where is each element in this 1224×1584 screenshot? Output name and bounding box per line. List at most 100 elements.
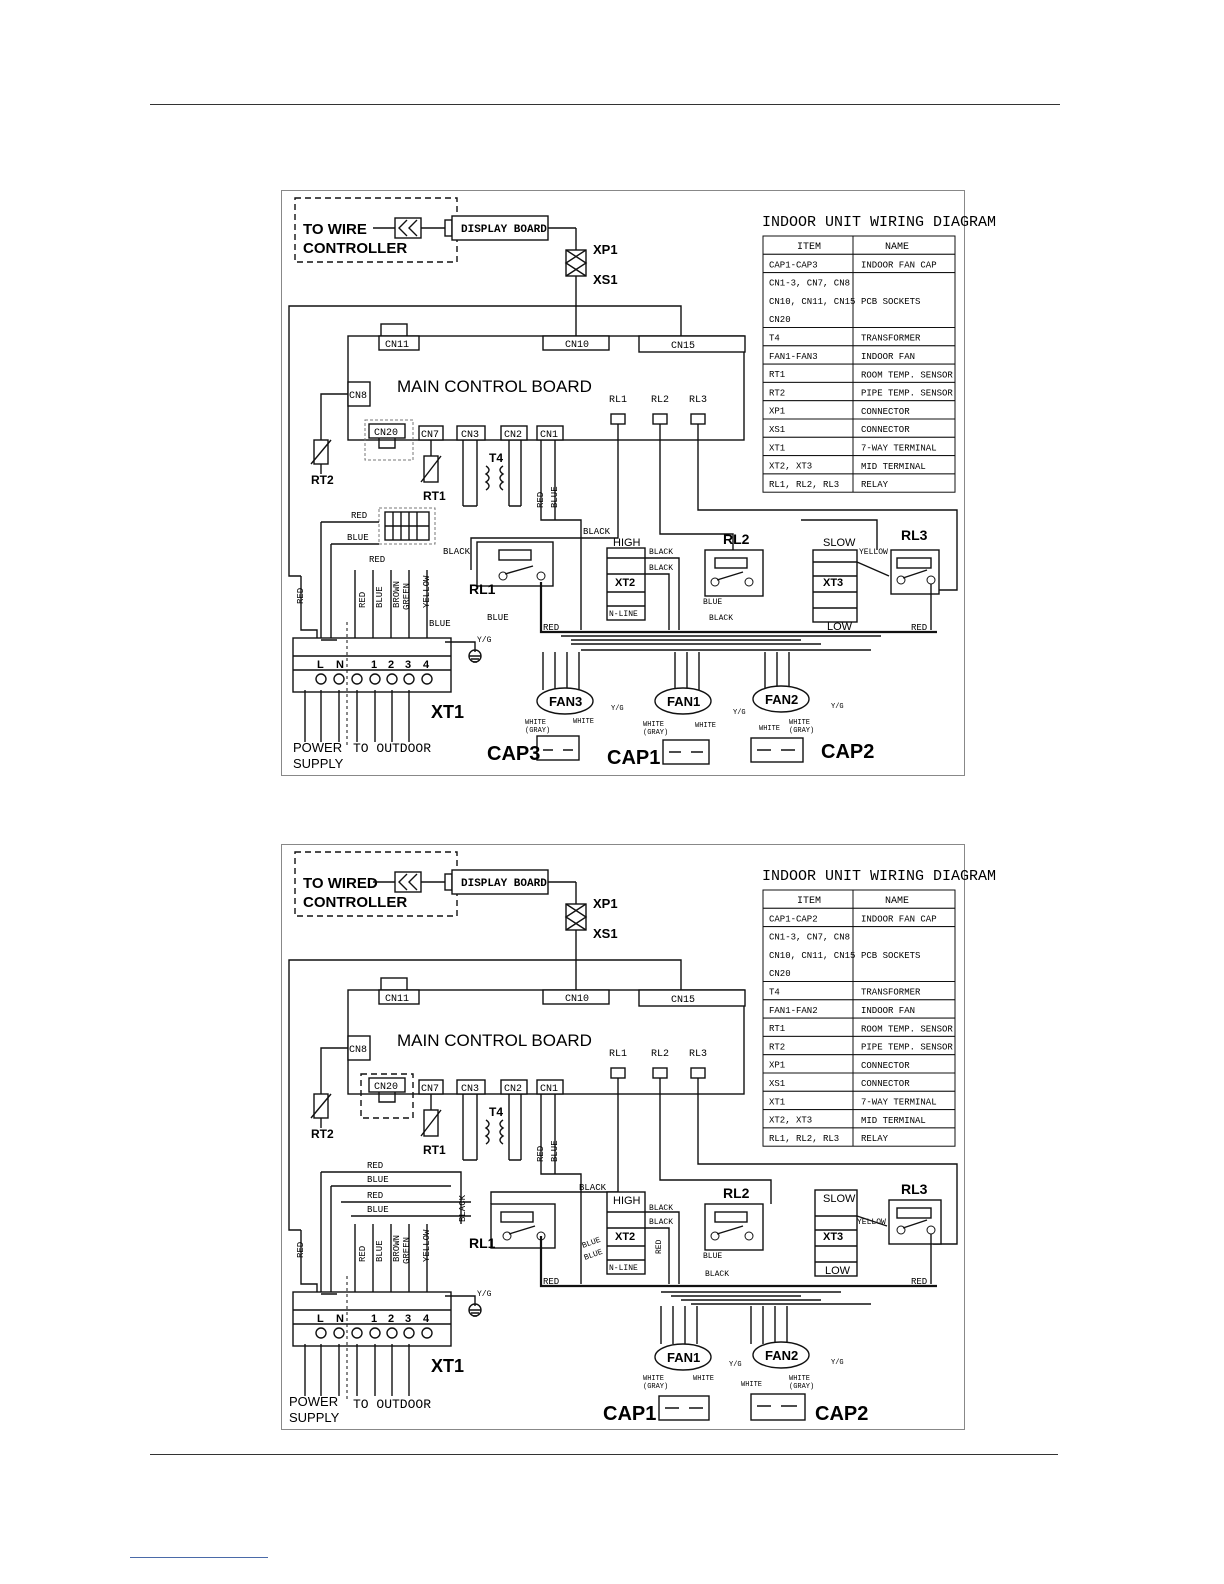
t4-label: T4: [489, 451, 503, 465]
wiring-diagram-2: TO WIRED CONTROLLER DISPLAY BOARD XP1 XS…: [281, 844, 996, 1430]
ground-icon: [468, 649, 482, 663]
cn10-socket: [542, 989, 610, 1005]
legend-item-cell: CAP1-CAP2: [769, 914, 818, 924]
display-board-label: DISPLAY BOARD: [461, 878, 547, 890]
legend-row: [762, 473, 956, 493]
svg-text:(GRAY): (GRAY): [789, 1383, 814, 1391]
legend-row: [762, 418, 956, 438]
display-board: [451, 869, 549, 895]
svg-text:BLACK: BLACK: [649, 1218, 673, 1227]
legend-row: [762, 1127, 956, 1147]
cap1-label: CAP1: [607, 747, 660, 769]
legend-name-cell: RELAY: [861, 480, 889, 490]
cap2-label: CAP2: [815, 1403, 868, 1425]
cn2-socket: [500, 425, 528, 441]
legend-name-cell: PCB SOCKETS: [861, 297, 920, 307]
legend-item-cell: XT1: [769, 443, 785, 453]
svg-text:RED: RED: [536, 1146, 546, 1162]
svg-text:BLACK: BLACK: [579, 1183, 607, 1193]
svg-text:BLACK: BLACK: [649, 548, 673, 557]
svg-text:CN1: CN1: [540, 430, 558, 441]
svg-text:RED: RED: [367, 1191, 383, 1201]
legend-name-cell: TRANSFORMER: [861, 334, 921, 344]
cn3-socket: [456, 1079, 486, 1095]
xt1-label: XT1: [431, 1356, 464, 1376]
xt2-terminal: [606, 547, 646, 621]
legend-item-cell: CN20: [769, 315, 791, 325]
svg-text:CN3: CN3: [461, 1084, 479, 1095]
legend-name-cell: ROOM TEMP. SENSOR: [861, 370, 953, 380]
cn1-socket: [536, 1079, 564, 1095]
svg-text:WHITE: WHITE: [525, 719, 546, 727]
power-supply-line1: POWER: [289, 1394, 338, 1409]
xs1-label: XS1: [593, 272, 618, 287]
svg-text:RED: RED: [367, 1161, 383, 1171]
legend-name-cell: INDOOR FAN CAP: [861, 914, 937, 924]
svg-text:CN20: CN20: [374, 428, 398, 439]
svg-text:BLUE: BLUE: [703, 1252, 722, 1261]
svg-text:RED: RED: [911, 623, 927, 633]
fan1-motor: [654, 1343, 712, 1371]
main-board-label: MAIN CONTROL BOARD: [397, 1031, 592, 1050]
svg-text:YELLOW: YELLOW: [422, 575, 432, 608]
svg-text:BLUE: BLUE: [550, 1140, 560, 1162]
legend-name-cell: INDOOR FAN: [861, 352, 915, 362]
legend-item-cell: RL1, RL2, RL3: [769, 1134, 839, 1144]
main-board-label: MAIN CONTROL BOARD: [397, 377, 592, 396]
legend-item-cell: XT2, XT3: [769, 462, 812, 472]
legend-item-cell: T4: [769, 334, 780, 344]
svg-text:(GRAY): (GRAY): [643, 1383, 668, 1391]
legend-head-item: ITEM: [797, 242, 821, 253]
legend-item-cell: CN1-3, CN7, CN8: [769, 933, 850, 943]
nline-label: N-LINE: [609, 1264, 638, 1273]
svg-text:CN1: CN1: [540, 1084, 558, 1095]
legend-head-name: NAME: [885, 896, 909, 907]
svg-text:BLUE: BLUE: [487, 613, 509, 623]
diagram-title: INDOOR UNIT WIRING DIAGRAM: [762, 868, 996, 885]
svg-text:WHITE: WHITE: [643, 1375, 664, 1383]
terminal-3: 3: [405, 659, 411, 671]
footnote-rule: [130, 1557, 268, 1558]
svg-text:BLACK: BLACK: [458, 1194, 468, 1222]
svg-text:RED: RED: [296, 1242, 306, 1258]
cn20-socket: [368, 1077, 406, 1093]
svg-text:Y/G: Y/G: [831, 703, 844, 711]
legend-name-cell: ROOM TEMP. SENSOR: [861, 1024, 953, 1034]
t4-label: T4: [489, 1105, 503, 1119]
rl3-relay: [890, 549, 940, 595]
legend-name-cell: MID TERMINAL: [861, 462, 926, 472]
terminal-n: N: [336, 659, 344, 671]
fan1-label: FAN1: [667, 694, 700, 709]
cn20-socket: [368, 423, 406, 439]
header-rule: [150, 104, 1060, 105]
legend-row: [762, 926, 956, 982]
svg-text:CN8: CN8: [349, 391, 367, 402]
legend-item-cell: RT2: [769, 388, 785, 398]
fan1-label: FAN1: [667, 1350, 700, 1365]
high-label: HIGH: [613, 537, 641, 549]
rt1-label: RT1: [423, 1143, 446, 1157]
rt2-label: RT2: [311, 1127, 334, 1141]
rt2-label: RT2: [311, 473, 334, 487]
to-outdoor-label: TO OUTDOOR: [353, 1397, 431, 1412]
svg-text:CN20: CN20: [374, 1082, 398, 1093]
svg-text:BLUE: BLUE: [375, 586, 385, 608]
xt3-label: XT3: [823, 1231, 843, 1243]
svg-text:Y/G: Y/G: [477, 636, 492, 645]
legend-item-cell: CAP1-CAP3: [769, 260, 818, 270]
legend-row: [762, 327, 956, 347]
xt1-label: XT1: [431, 702, 464, 722]
controller-label-line2: CONTROLLER: [303, 894, 407, 911]
svg-text:WHITE: WHITE: [643, 721, 664, 729]
svg-text:YELLOW: YELLOW: [859, 548, 888, 557]
svg-text:WHITE: WHITE: [693, 1375, 714, 1383]
rl1-pin-label: RL1: [609, 1049, 627, 1060]
legend-item-cell: XS1: [769, 1079, 785, 1089]
legend-item-cell: RT1: [769, 370, 785, 380]
svg-text:WHITE: WHITE: [789, 1375, 810, 1383]
power-supply-line2: SUPPLY: [293, 756, 344, 771]
svg-text:RED: RED: [351, 511, 367, 521]
legend-item-cell: CN10, CN11, CN15: [769, 951, 855, 961]
svg-text:BLACK: BLACK: [649, 564, 673, 573]
